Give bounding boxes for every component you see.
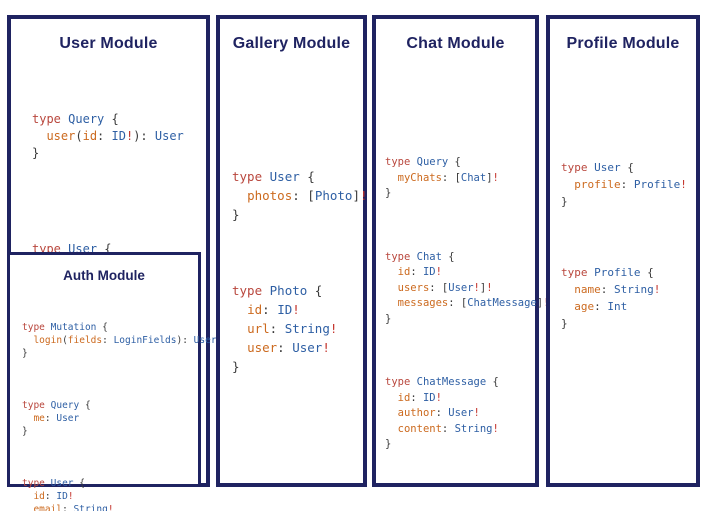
code-line: type User { [561, 161, 634, 174]
profile-module-title: Profile Module [566, 35, 680, 52]
chat-module-code: type Query { myChats: [Chat]!} type Chat… [376, 124, 550, 501]
code-block-mutation: type Mutation { login(fields: LoginField… [22, 321, 217, 360]
code-block-user-type: type User { photos: [Photo]!} [232, 167, 368, 224]
code-line: id: ID! [397, 391, 442, 404]
gallery-module-panel: Gallery Module type User { photos: [Phot… [216, 15, 368, 487]
code-line: type Query { [385, 156, 461, 168]
code-line: age: Int [574, 300, 628, 313]
code-block-user-type: type User { profile: Profile!} [561, 159, 696, 210]
code-line: id: ID! [247, 302, 300, 317]
code-line: messages: [ChatMessage]! [397, 297, 550, 309]
code-line: type Query { [22, 400, 91, 411]
profile-module-code: type User { profile: Profile!} type Prof… [550, 125, 696, 386]
auth-module-code: type Mutation { login(fields: LoginField… [10, 295, 217, 511]
code-line: name: String! [574, 283, 661, 296]
code-line: users: [User!]! [397, 281, 493, 294]
code-line: id: ID! [397, 266, 442, 278]
code-line: url: String! [247, 321, 338, 336]
code-block-user-type: type User { id: ID! email: String!} [22, 477, 198, 511]
code-line: id: ID! [33, 491, 74, 502]
code-line: user(id: ID!): User [46, 129, 184, 143]
code-block-profile-type: type Profile { name: String! age: Int} [561, 264, 696, 332]
code-line: content: String! [397, 422, 499, 435]
code-line: type Mutation { [22, 322, 108, 333]
code-line: user: User! [247, 340, 330, 355]
user-module-title: User Module [59, 35, 158, 52]
code-line: } [22, 426, 28, 437]
code-line: type Query { [32, 112, 119, 126]
code-line: } [32, 146, 40, 160]
code-block-query: type Query { me: User} [22, 399, 198, 438]
code-line: } [385, 438, 392, 450]
code-line: } [232, 207, 240, 222]
code-block-photo-type: type Photo { id: ID! url: String! user: … [232, 281, 363, 376]
code-line: login(fields: LoginFields): User [33, 335, 217, 346]
profile-module-panel: Profile Module type User { profile: Prof… [546, 15, 700, 487]
code-block-query: type Query { user(id: ID!): User} [32, 111, 206, 162]
chat-module-title: Chat Module [406, 35, 505, 52]
code-line: type Profile { [561, 266, 654, 279]
chat-module-panel: Chat Module type Query { myChats: [Chat]… [372, 15, 549, 487]
code-block-query: type Query { myChats: [Chat]!} [385, 155, 535, 202]
code-line: type Photo { [232, 283, 323, 298]
gallery-module-title: Gallery Module [232, 35, 351, 52]
code-line: email: String! [33, 504, 114, 511]
code-line: } [232, 359, 240, 374]
code-block-chatmessage-type: type ChatMessage { id: ID! author: User!… [385, 375, 535, 453]
code-line: type User { [22, 478, 85, 489]
auth-module-panel: Auth Module type Mutation { login(fields… [7, 252, 217, 511]
code-line: author: User! [397, 407, 480, 419]
code-line: myChats: [Chat]! [397, 171, 499, 184]
auth-module-title: Auth Module [63, 268, 145, 283]
code-block-chat-type: type Chat { id: ID! users: [User!]! mess… [385, 250, 550, 328]
code-line: profile: Profile! [574, 178, 687, 191]
code-line: } [385, 312, 392, 325]
code-line: } [385, 187, 392, 199]
code-line: } [561, 195, 568, 208]
code-line: type User { [232, 169, 315, 184]
code-line: me: User [33, 413, 80, 424]
gallery-module-code: type User { photos: [Photo]!} type Photo… [220, 129, 368, 433]
code-line: } [22, 348, 28, 359]
code-line: photos: [Photo]! [247, 188, 368, 203]
code-line: } [561, 317, 568, 330]
code-line: type Chat { [385, 250, 455, 263]
code-line: type ChatMessage { [385, 376, 499, 388]
